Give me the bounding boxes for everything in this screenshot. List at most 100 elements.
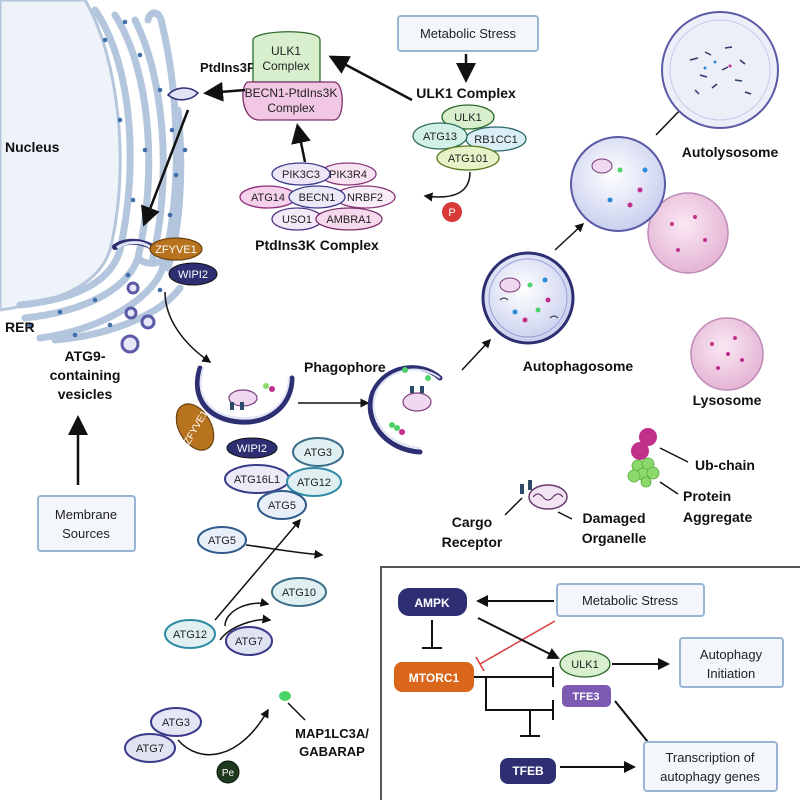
expanding-phagophore <box>367 365 443 455</box>
ptdins3p-to-er-arrow <box>141 109 190 227</box>
membrane-sources-line2: Sources <box>62 526 110 541</box>
atg5-atg12-cascade: ATG5 ATG10 ATG12 ATG7 <box>164 518 327 656</box>
atg13-text: ATG13 <box>423 131 457 143</box>
lysosome-label: Lysosome <box>693 392 762 408</box>
tfe3-node: TFE3 <box>562 685 611 707</box>
atg16l1-text: ATG16L1 <box>234 474 280 486</box>
atg9-label-2: containing <box>50 367 121 383</box>
ub-chain-icon <box>631 428 657 460</box>
membrane-ulk1-line1: ULK1 <box>271 44 301 58</box>
membrane-becn1-line2: Complex <box>267 101 314 115</box>
membrane-ulk1-line2: Complex <box>262 59 309 73</box>
becn1-text: BECN1 <box>299 192 336 204</box>
atg16l1-complex: ATG3 ATG16L1 ATG12 ATG5 <box>224 437 344 520</box>
damaged-organelle-icon <box>520 480 568 510</box>
transcription-line2: autophagy genes <box>660 769 760 784</box>
zfyve1-blob-top: ZFYVE1 <box>149 237 203 261</box>
phagophore-cargo <box>228 383 275 410</box>
phagophore <box>194 365 295 425</box>
atg5-free-text: ATG5 <box>208 535 236 547</box>
complexes-to-ptdins3p-arrow <box>203 81 246 102</box>
atg14-text: ATG14 <box>251 192 285 204</box>
transcription-line1: Transcription of <box>665 750 754 765</box>
ptdins3k-complex: PIK3R4 PIK3C3 ATG14 NRBF2 BECN1 USO1 AMB… <box>239 162 396 231</box>
autolysosome-label: Autolysosome <box>682 144 779 160</box>
ulk1-complex-membrane: ULK1 Complex <box>252 31 321 83</box>
becn1-ptdins3k-complex-membrane: BECN1-PtdIns3K Complex <box>242 81 343 121</box>
nucleus-label: Nucleus <box>5 139 60 155</box>
rer-label: RER <box>5 319 35 335</box>
membrane-becn1-line1: BECN1-PtdIns3K <box>245 86 338 100</box>
mtorc1-node: MTORC1 <box>394 662 474 692</box>
wipi2-blob-bottom: WIPI2 <box>226 437 278 459</box>
mtorc1-text: MTORC1 <box>409 671 460 685</box>
ulk1-signal-node: ULK1 <box>559 650 611 678</box>
uso1-text: USO1 <box>282 214 312 226</box>
ulk1-phospho-arrow <box>423 171 471 202</box>
pe-text: Pe <box>222 768 235 779</box>
atg9-label-3: vesicles <box>58 386 113 402</box>
lc3-conjugation: ATG3 ATG7 Pe MAP1LC3A/ GABARAP <box>124 691 369 784</box>
damaged-organelle-label-1: Damaged <box>582 510 645 526</box>
initiation-line2: Initiation <box>707 666 755 681</box>
ptdins3k-complex-title: PtdIns3K Complex <box>255 237 379 253</box>
pik3r4-text: PIK3R4 <box>329 169 367 181</box>
to-fusion-arrow <box>554 222 585 251</box>
metabolic-stress-bottom-text: Metabolic Stress <box>582 593 679 608</box>
tfeb-text: TFEB <box>512 764 544 778</box>
fusing-lysosome <box>647 192 729 274</box>
metabolic-stress-box-top: Metabolic Stress <box>397 15 539 52</box>
autophagosome <box>481 251 575 345</box>
lysosome <box>690 317 764 391</box>
fusing-autophagosome <box>570 136 666 232</box>
membrane-sources-box: Membrane Sources <box>37 495 136 552</box>
lc3-dot <box>279 691 291 701</box>
membrane-sources-line1: Membrane <box>55 507 117 522</box>
autophagy-initiation-box: Autophagy Initiation <box>679 637 784 688</box>
atg9-label-1: ATG9- <box>65 348 106 364</box>
ptdins3p-lipid <box>166 87 200 101</box>
cargo-receptor-label-1: Cargo <box>452 514 492 530</box>
protein-aggregate-icon <box>627 457 660 488</box>
phosphate-badge: P <box>442 202 462 222</box>
wipi2-top-text: WIPI2 <box>178 269 208 281</box>
cargo-receptor-label-2: Receptor <box>442 534 503 550</box>
ambra1-text: AMBRA1 <box>326 214 371 226</box>
ampk-text: AMPK <box>414 596 450 610</box>
signaling-panel <box>380 566 800 800</box>
nrbf2-text: NRBF2 <box>347 192 383 204</box>
wipi2-blob-top: WIPI2 <box>168 262 218 286</box>
atg3-complex-text: ATG3 <box>304 447 332 459</box>
wipi2-bottom-text: WIPI2 <box>237 443 267 455</box>
ulk1-to-membrane-arrow <box>328 55 413 102</box>
ptdins3k-to-membrane-arrow <box>291 123 311 163</box>
ulk1-complex-title: ULK1 Complex <box>416 85 516 101</box>
ulk1-signal-text: ULK1 <box>571 659 599 671</box>
damaged-organelle-label-2: Organelle <box>582 530 647 546</box>
ulk1-top-text: ULK1 <box>454 112 482 124</box>
autolysosome <box>661 11 779 129</box>
mtorc1-inhibition-lines <box>474 667 554 737</box>
atg101-text: ATG101 <box>448 153 488 165</box>
initiation-line1: Autophagy <box>700 647 763 662</box>
transcription-box: Transcription of autophagy genes <box>643 741 778 792</box>
phospho-text: P <box>448 207 455 219</box>
atg5-complex-text: ATG5 <box>268 500 296 512</box>
ptdins3p-label: PtdIns3P <box>200 60 256 75</box>
metabolic-stress-box-bottom: Metabolic Stress <box>556 583 705 617</box>
tfeb-node: TFEB <box>500 758 556 784</box>
ampk-to-ulk1-arrow <box>477 617 560 659</box>
metabolic-stress-top-text: Metabolic Stress <box>420 26 517 41</box>
ampk-node: AMPK <box>398 588 467 616</box>
rough-endoplasmic-reticulum <box>16 6 185 344</box>
atg10-text: ATG10 <box>282 587 316 599</box>
ub-chain-label: Ub-chain <box>695 457 755 473</box>
pik3c3-text: PIK3C3 <box>282 169 320 181</box>
atg12-free-text: ATG12 <box>173 629 207 641</box>
protein-aggregate-label-2: Aggregate <box>683 509 752 525</box>
nucleus <box>0 0 122 312</box>
stress-inhibits-mtorc1-red <box>479 620 556 665</box>
rb1cc1-text: RB1CC1 <box>474 134 517 146</box>
atg12-complex-text: ATG12 <box>297 477 331 489</box>
